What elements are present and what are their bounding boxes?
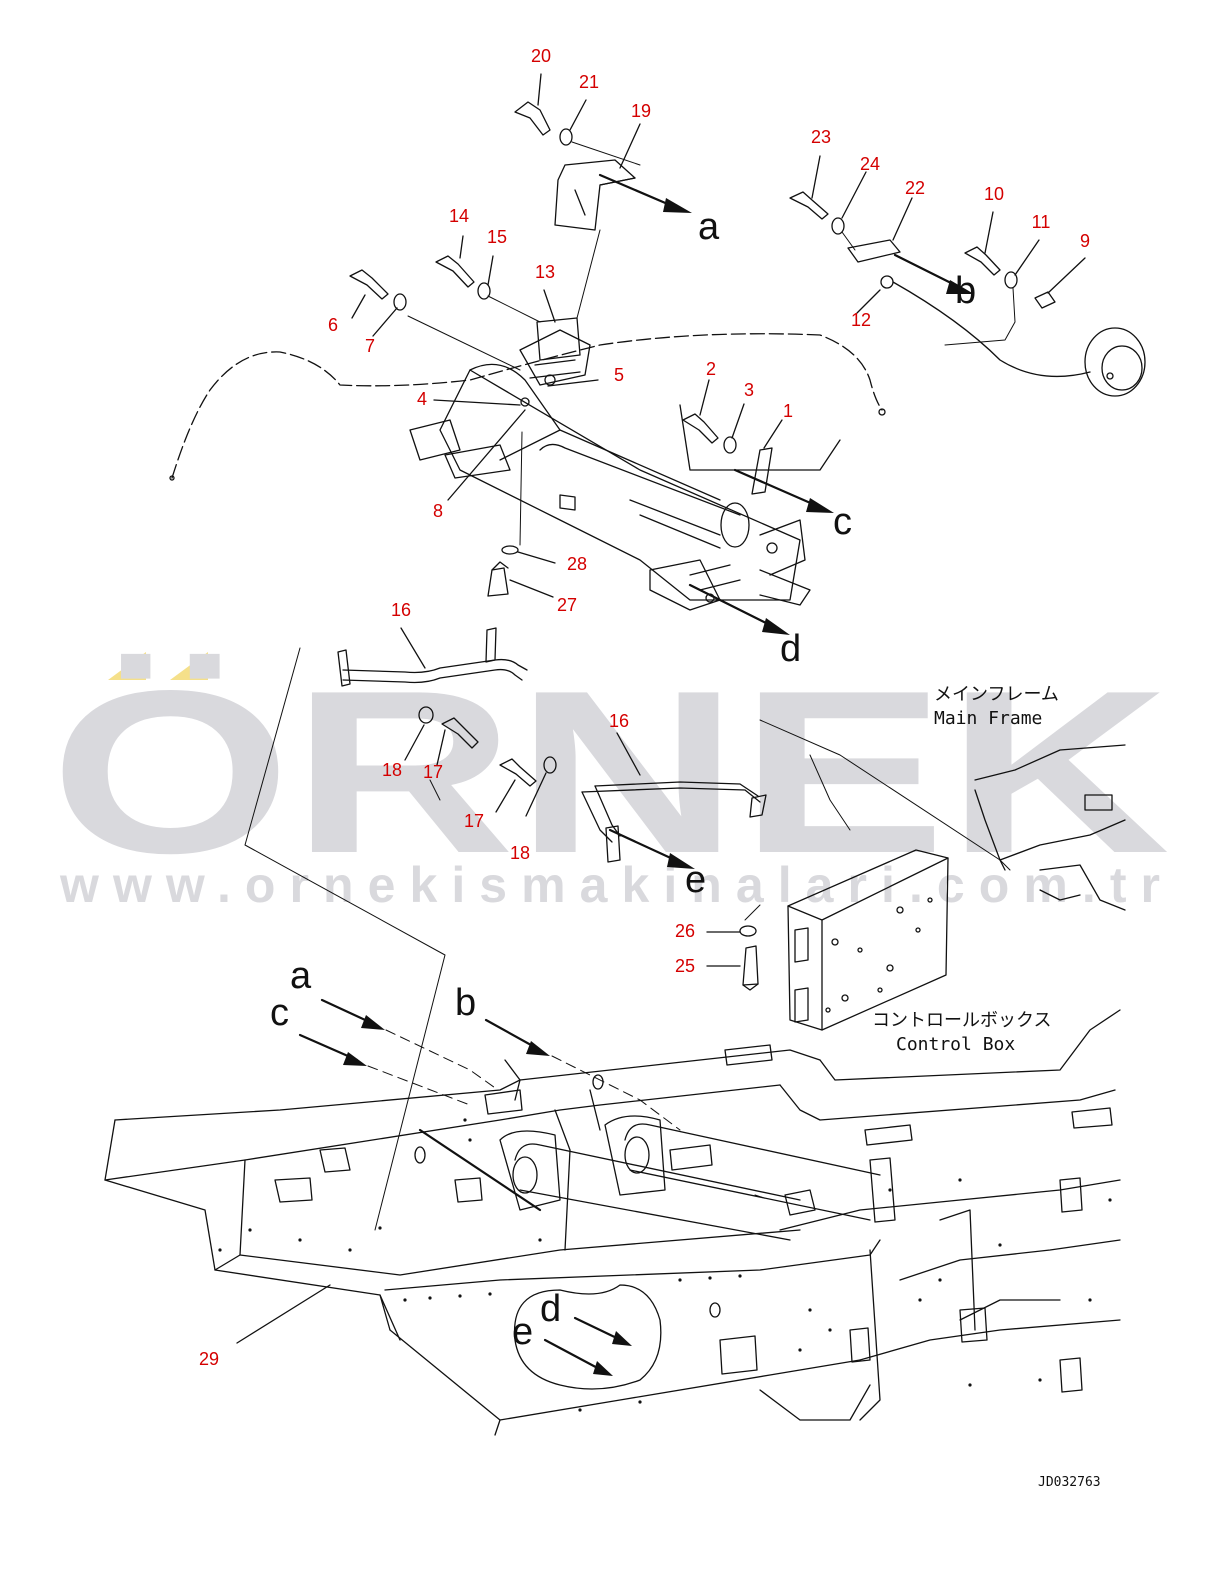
ref-e-lower: e: [512, 1311, 533, 1353]
bolt-17b-drawing: [499, 758, 537, 787]
bolt-27-drawing: [487, 561, 509, 597]
main-frame-corner-drawing: [974, 744, 1126, 911]
callout-21: 21: [579, 72, 599, 92]
watermark-brand: ÖRNEK: [50, 643, 1170, 902]
callout-4: 4: [417, 389, 427, 409]
drawing-code: JD032763: [1038, 1475, 1101, 1490]
callout-1: 1: [783, 401, 793, 421]
bracket-13-drawing: [536, 317, 581, 361]
ref-c-upper: c: [833, 501, 852, 543]
washer-18a-drawing: [418, 706, 434, 724]
control-box-label-jp: コントロールボックス: [872, 1010, 1051, 1031]
callout-6: 6: [328, 315, 338, 335]
component-labels: メインフレーム Main Frame コントロールボックス Control Bo…: [872, 684, 1059, 1055]
assembly-leader-lines: [244, 141, 1016, 1231]
callout-13: 13: [535, 262, 555, 282]
chassis-frame-drawing: [104, 1009, 1121, 1436]
callout-numbers: 20 21 19 23 24 22 10 11 9 12 14 15 13 6 …: [199, 46, 1090, 1369]
callout-9: 9: [1080, 231, 1090, 251]
main-frame-label-jp: メインフレーム: [934, 684, 1059, 705]
ref-b-upper: b: [955, 270, 976, 312]
callout-15: 15: [487, 227, 507, 247]
washer-21-drawing: [559, 128, 573, 146]
washer-18b-drawing: [543, 756, 557, 774]
cable-line: [171, 333, 883, 479]
bolt-25-drawing: [742, 945, 759, 991]
projection-dashes: [367, 1029, 771, 1201]
sensor-12-drawing: [880, 275, 1146, 397]
callout-10: 10: [984, 184, 1004, 204]
washer-7-drawing: [393, 293, 407, 311]
bracket-19-drawing: [554, 159, 636, 231]
bolt-20-drawing: [514, 101, 551, 136]
watermark-accent-right: [170, 652, 208, 680]
callout-8: 8: [433, 501, 443, 521]
ref-a-lower: a: [290, 955, 312, 997]
callout-28: 28: [567, 554, 587, 574]
callout-25: 25: [675, 956, 695, 976]
pipe-16a-drawing: [337, 627, 528, 687]
callout-17b: 17: [464, 811, 484, 831]
callout-16b: 16: [609, 711, 629, 731]
callout-18b: 18: [510, 843, 530, 863]
ref-c-lower: c: [270, 992, 289, 1034]
ref-d-lower: d: [540, 1288, 561, 1330]
callout-12: 12: [851, 310, 871, 330]
callout-24: 24: [860, 154, 880, 174]
washer-15-drawing: [477, 282, 491, 300]
bolt-17a-drawing: [441, 717, 479, 749]
control-box-label-en: Control Box: [896, 1034, 1015, 1055]
bolt-2-drawing: [682, 413, 719, 444]
callout-20: 20: [531, 46, 551, 66]
callout-19: 19: [631, 101, 651, 121]
washer-24-drawing: [831, 217, 845, 235]
ref-e-upper: e: [685, 859, 706, 901]
main-frame-label-en: Main Frame: [934, 708, 1042, 729]
ref-b-lower: b: [455, 982, 476, 1024]
bolt-23-drawing: [789, 191, 829, 220]
callout-18a: 18: [382, 760, 402, 780]
ref-d-upper: d: [780, 628, 801, 670]
reference-letters: a b c d e a c b d e: [270, 206, 976, 1353]
bolt-6-drawing: [349, 269, 389, 300]
callout-5: 5: [614, 365, 624, 385]
callout-2: 2: [706, 359, 716, 379]
plate-1-drawing: [751, 447, 773, 495]
arrow-heads: [343, 198, 974, 1376]
callout-22: 22: [905, 178, 925, 198]
callout-3: 3: [744, 380, 754, 400]
washer-3-drawing: [723, 436, 737, 454]
callout-11: 11: [1032, 212, 1051, 232]
watermark-accent-left: [108, 652, 146, 680]
control-box-drawing: [787, 849, 949, 1031]
callout-26: 26: [675, 921, 695, 941]
callout-29: 29: [199, 1349, 219, 1369]
callout-17a: 17: [423, 762, 443, 782]
washer-28-drawing: [501, 545, 519, 555]
callout-14: 14: [449, 206, 469, 226]
callout-27: 27: [557, 595, 577, 615]
cylinder-assembly-drawing: [409, 329, 841, 611]
callout-16a: 16: [391, 600, 411, 620]
callout-23: 23: [811, 127, 831, 147]
washer-26-drawing: [739, 925, 757, 937]
washer-11-drawing: [1004, 271, 1018, 289]
ref-a-upper: a: [698, 206, 720, 248]
callout-leaders: [236, 73, 1086, 1344]
callout-7: 7: [365, 336, 375, 356]
bolt-10-drawing: [964, 246, 1001, 276]
nut-9-drawing: [1034, 291, 1056, 309]
bracket-22-drawing: [847, 239, 901, 263]
bolt-14-drawing: [435, 255, 475, 288]
